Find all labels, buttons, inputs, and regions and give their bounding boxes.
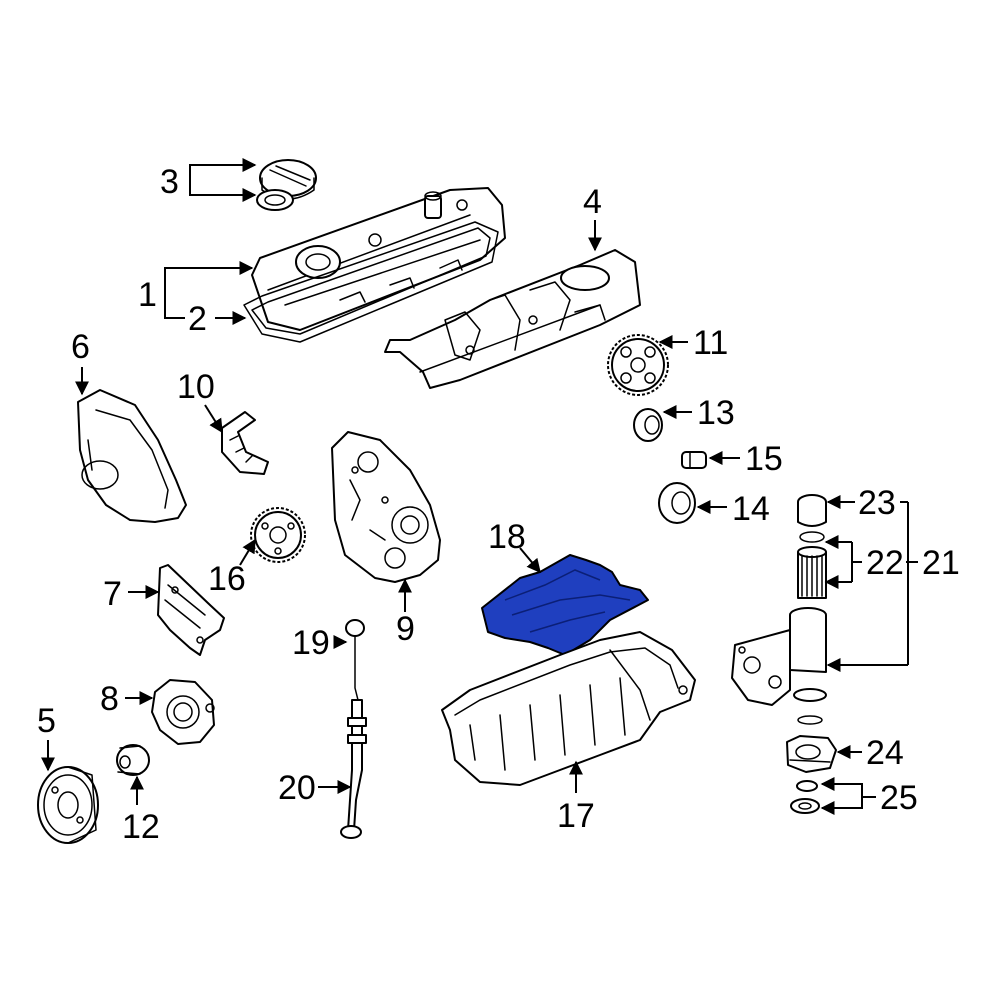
part-14-idler-pulley[interactable] [658, 482, 696, 524]
leader-lines [41, 158, 918, 815]
callout-5: 5 [37, 702, 56, 740]
part-10-bearing-shell[interactable] [221, 411, 269, 475]
callout-15: 15 [745, 440, 783, 478]
part-21-oil-filter-housing[interactable] [731, 607, 827, 725]
callout-16: 16 [208, 560, 246, 598]
part-11-camshaft-sprocket[interactable] [607, 334, 669, 396]
callout-12: 12 [122, 808, 160, 846]
part-17-oil-pan[interactable] [441, 631, 696, 786]
callout-25: 25 [880, 779, 918, 817]
callout-7: 7 [103, 575, 122, 613]
callout-1: 1 [138, 276, 157, 314]
callout-20: 20 [278, 769, 316, 807]
callout-4: 4 [583, 183, 602, 221]
callout-10: 10 [177, 368, 215, 406]
callout-13: 13 [697, 394, 735, 432]
part-1-valve-cover[interactable] [251, 187, 506, 331]
part-25-seal-ring[interactable] [790, 780, 820, 814]
part-9-timing-cover[interactable] [331, 431, 441, 583]
callout-8: 8 [100, 680, 119, 718]
callout-labels: 3 1 2 4 6 10 11 13 15 14 23 18 22 21 16 … [37, 163, 960, 846]
callout-22: 22 [866, 544, 904, 582]
callout-9: 9 [396, 610, 415, 648]
callout-11: 11 [693, 324, 728, 362]
part-2-valve-cover-gasket[interactable] [243, 221, 499, 343]
callout-19: 19 [292, 624, 330, 662]
callout-2: 2 [188, 300, 207, 338]
part-13-seal[interactable] [633, 408, 663, 442]
part-19-oil-dipstick[interactable] [345, 619, 365, 701]
part-6-timing-belt-cover[interactable] [77, 389, 187, 523]
part-18-oil-baffle[interactable] [481, 554, 649, 656]
callout-23: 23 [858, 484, 896, 522]
part-12-crankshaft-gear[interactable] [116, 744, 150, 776]
part-16-camshaft-sprocket[interactable] [250, 507, 306, 563]
part-22-oil-filter-element[interactable] [797, 546, 827, 599]
callout-3: 3 [160, 163, 179, 201]
part-15-plug[interactable] [681, 451, 707, 469]
callout-24: 24 [866, 734, 904, 772]
part-8-seal-housing[interactable] [151, 679, 215, 745]
callout-17: 17 [557, 797, 595, 835]
callout-21: 21 [922, 544, 960, 582]
part-20-dipstick-tube[interactable] [340, 699, 367, 839]
part-24-oil-cooler[interactable] [786, 735, 837, 773]
part-23-filter-cap[interactable] [797, 494, 827, 543]
part-5-crankshaft-pulley[interactable] [37, 766, 99, 844]
callout-14: 14 [732, 490, 770, 528]
callout-6: 6 [71, 328, 90, 366]
part-7-bracket[interactable] [157, 564, 225, 656]
part-4-camshaft-housing[interactable] [384, 249, 641, 389]
part-3-oil-filler-cap[interactable] [256, 159, 317, 211]
callout-18: 18 [488, 518, 526, 556]
